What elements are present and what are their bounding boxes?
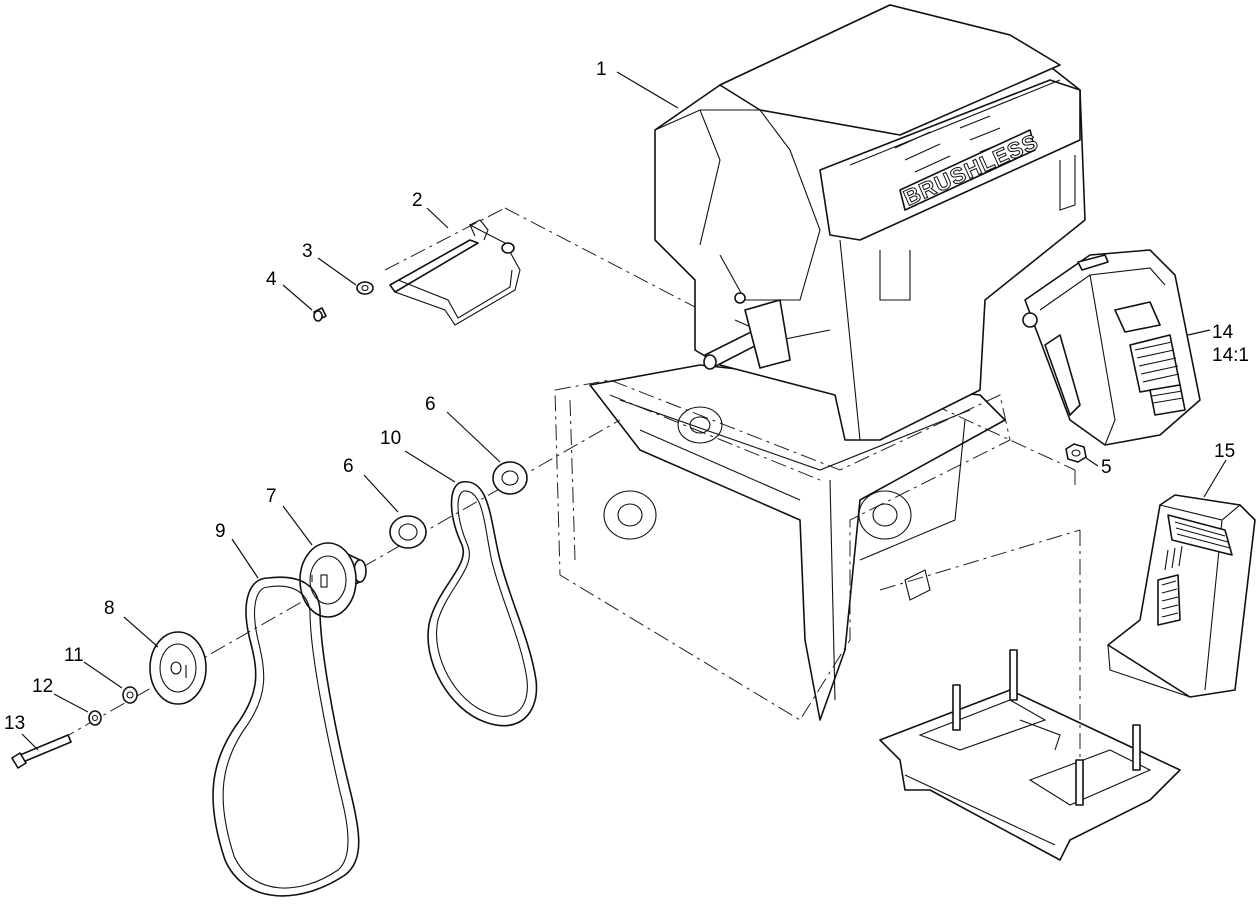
pulley-8 [149,631,207,705]
callout-3: 3 [302,241,313,262]
charger-15 [1107,494,1256,698]
bolt-13 [11,734,72,769]
belt-guide-bracket [389,219,521,326]
callout-15: 15 [1214,441,1235,462]
pulley-7 [299,542,367,618]
callout-2: 2 [412,190,423,211]
callout-11: 11 [64,645,84,666]
callout-13: 13 [4,713,25,734]
callout-12: 12 [32,676,53,697]
drive-belt-9 [212,576,360,897]
callout-1: 1 [596,59,607,80]
washer-11 [122,686,138,704]
callout-4: 4 [266,269,277,290]
spacer-6-upper [492,461,528,495]
chassis-frame [554,364,1011,721]
callout-6a: 6 [425,394,436,415]
callout-14-1: 14:1 [1212,345,1249,366]
callout-6b: 6 [343,456,354,477]
spacer-6-lower [389,515,427,549]
callout-leaders [21,71,1227,751]
callout-10: 10 [380,428,401,449]
nut-5 [1065,443,1087,463]
bolt-4 [313,307,327,322]
lock-washer-12 [88,710,102,726]
brushless-motor: BRUSHLESS [654,4,1086,441]
battery-14 [1022,249,1201,446]
callout-labels: 1 2 3 4 5 6 6 7 8 9 10 11 12 13 14 14:1 … [4,59,1249,734]
callout-8: 8 [104,598,115,619]
callout-5: 5 [1101,457,1112,478]
callout-9: 9 [215,521,226,542]
washer-3 [356,281,374,295]
base-plate [879,649,1181,861]
belt-10 [427,481,538,727]
callout-14: 14 [1212,322,1234,343]
callout-7: 7 [266,486,277,507]
